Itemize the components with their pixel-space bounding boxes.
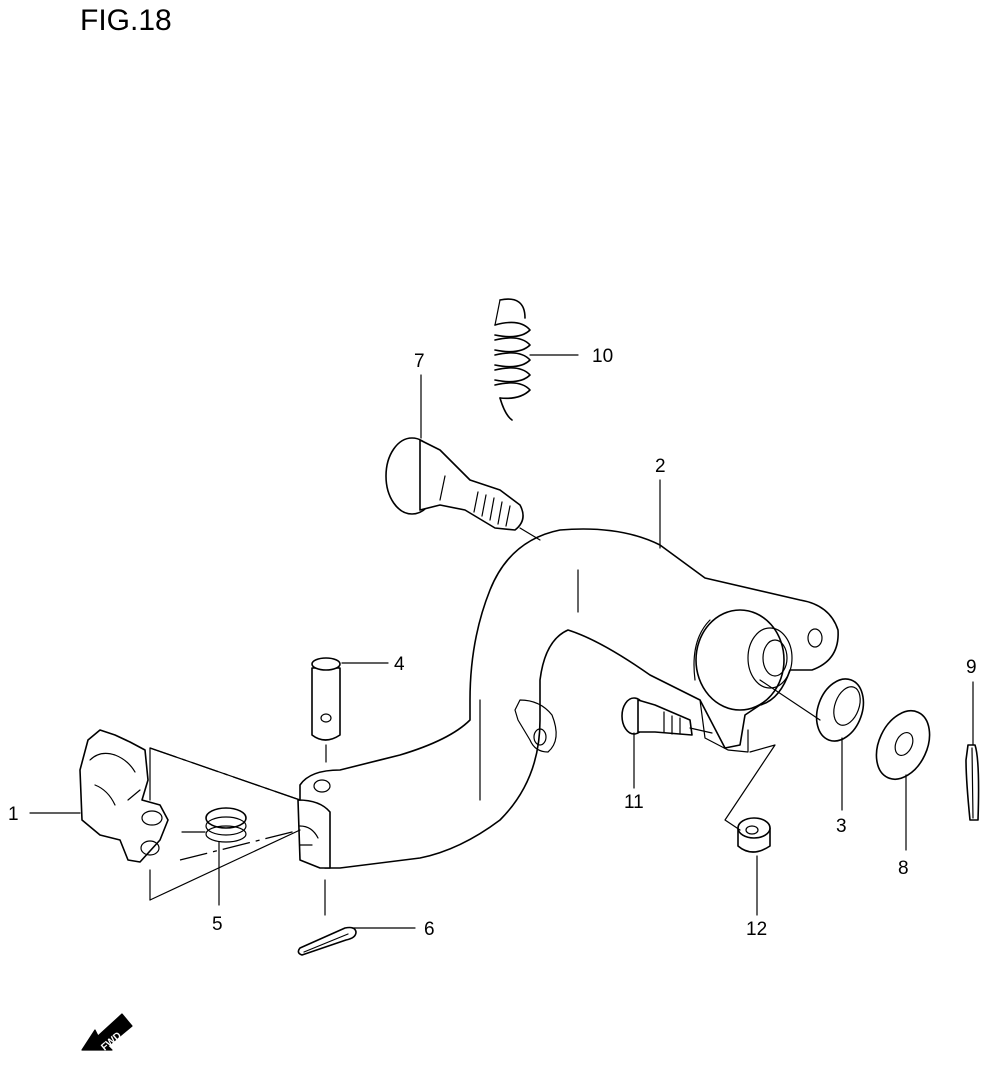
part-5-spring (205, 807, 247, 843)
part-8-washer (875, 710, 931, 780)
callout-1: 1 (8, 804, 19, 825)
part-12-nut (737, 817, 771, 853)
assembly-lines (149, 679, 821, 901)
callout-2: 2 (655, 456, 666, 477)
callout-labels: 1 2 3 4 5 6 7 8 9 10 11 12 (8, 346, 977, 940)
callout-4: 4 (394, 654, 405, 675)
callout-9: 9 (966, 657, 977, 678)
callout-8: 8 (898, 858, 909, 879)
part-2-brake-pedal (297, 528, 839, 869)
callout-11: 11 (624, 792, 644, 813)
part-7-pivot-bolt (385, 437, 541, 541)
part-11-bolt (621, 697, 693, 736)
callout-3: 3 (836, 816, 847, 837)
fwd-arrow-icon: FWD (81, 1013, 133, 1053)
part-4-pin (311, 657, 341, 763)
callout-12: 12 (746, 919, 767, 940)
figure-title: FIG.18 (80, 4, 172, 37)
callout-5: 5 (212, 914, 223, 935)
callout-7: 7 (414, 351, 425, 372)
callout-10: 10 (592, 346, 613, 367)
leader-lines (29, 354, 974, 929)
part-1-clevis (79, 729, 169, 863)
part-9-cotter-pin (965, 744, 980, 821)
part-10-return-spring (494, 298, 531, 421)
callout-6: 6 (424, 919, 435, 940)
part-6-cotter-pin (297, 879, 357, 956)
part-3-oil-seal (815, 678, 865, 742)
